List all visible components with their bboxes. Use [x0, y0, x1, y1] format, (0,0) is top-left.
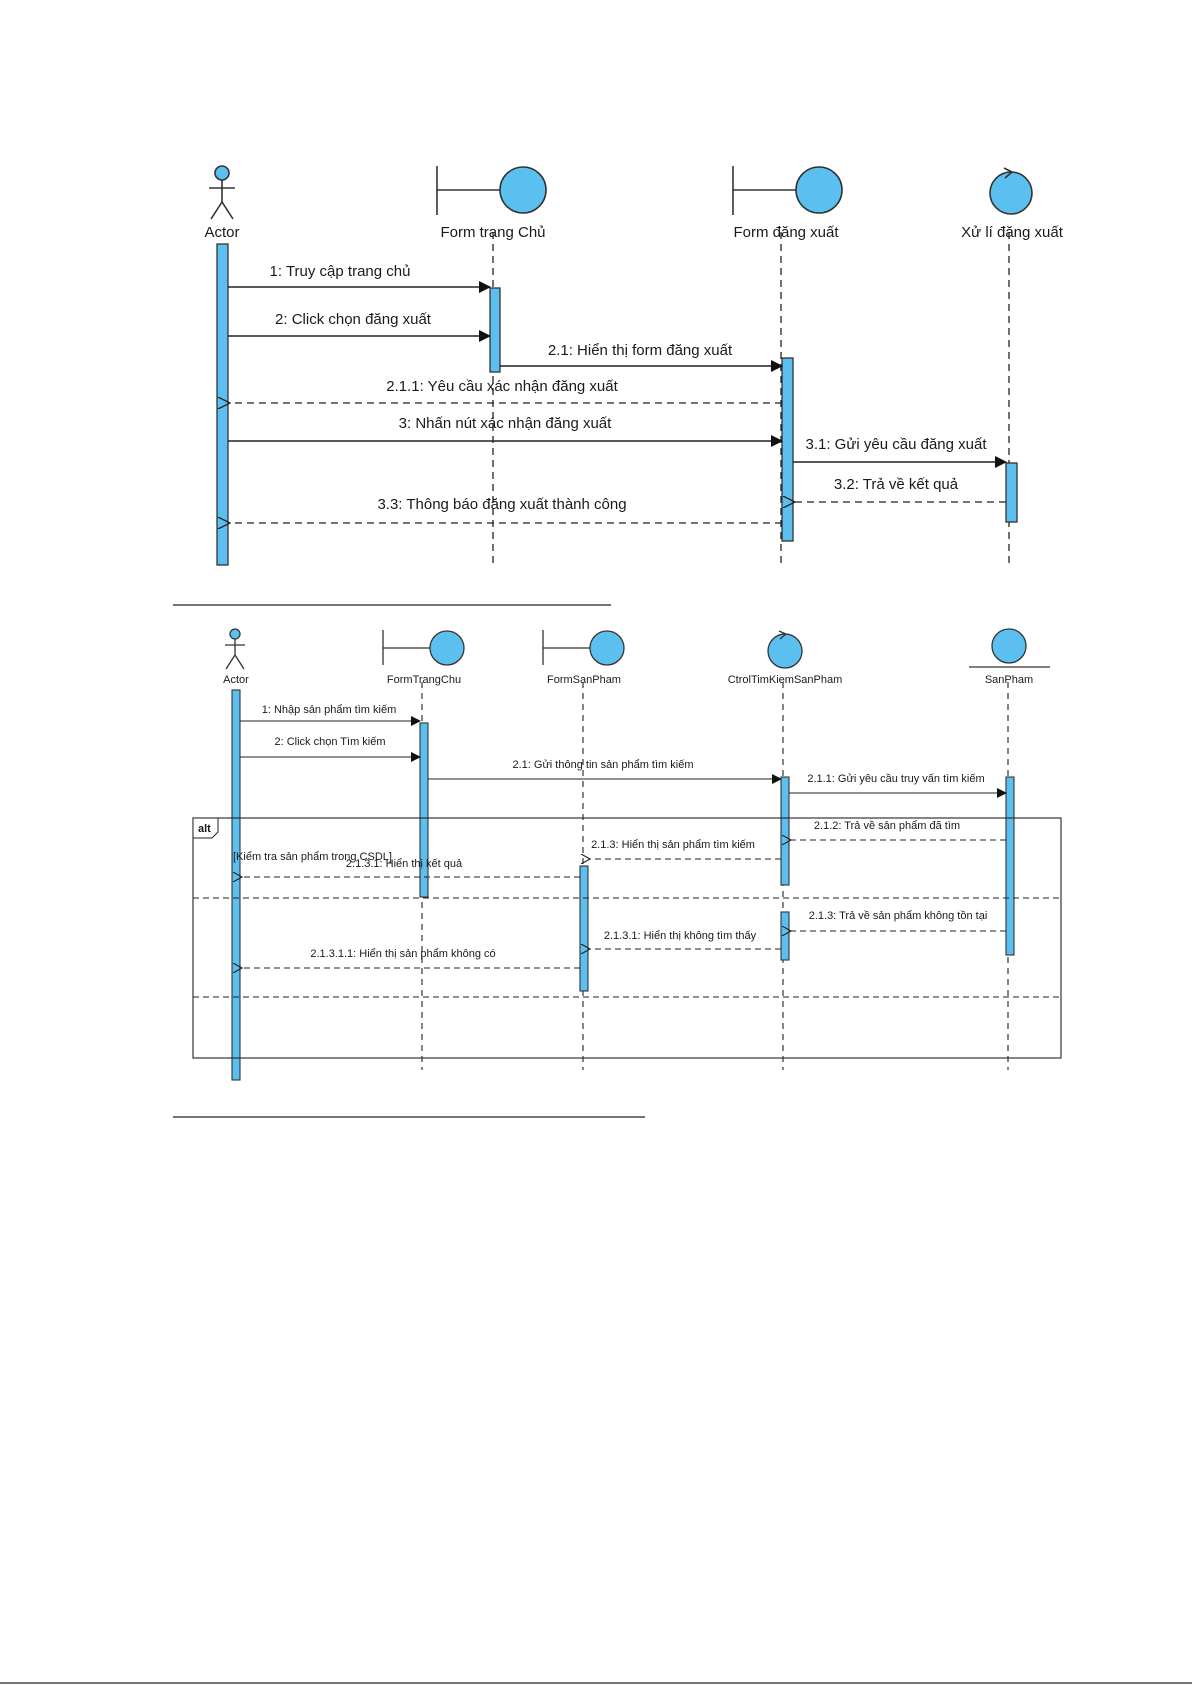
message-label: 2.1: Gửi thông tin sản phẩm tìm kiếm	[512, 759, 693, 771]
alt-fragment: alt [Kiểm tra sản phẩm trong CSDL]	[192, 817, 1062, 1059]
message-label: 2.1.3: Hiển thị sản phẩm tìm kiếm	[591, 839, 755, 851]
message-label: 2.1.1: Yêu cầu xác nhận đăng xuất	[386, 378, 618, 395]
message-2-1: 2.1: Gửi thông tin sản phẩm tìm kiếm	[428, 759, 782, 784]
boundary-icon	[436, 166, 547, 215]
message-2: 2: Click chọn đăng xuất	[228, 311, 491, 342]
participant-label: Actor	[223, 674, 249, 686]
message-label: 2.1.1: Gửi yêu cầu truy vấn tìm kiếm	[807, 773, 984, 785]
activation-ctrl-tim-kiem-b	[780, 911, 790, 961]
message-1: 1: Truy cập trang chủ	[228, 263, 491, 293]
message-label: 1: Truy cập trang chủ	[270, 263, 411, 280]
message-label: 2.1.3.1.1: Hiển thị sản phẩm không có	[310, 948, 495, 960]
participant-xu-li-dang-xuat: Xử lí đăng xuất	[961, 167, 1064, 241]
message-label: 3: Nhấn nút xác nhận đăng xuất	[399, 415, 612, 432]
boundary-icon	[732, 166, 843, 215]
participant-ctrl-tim-kiem: CtrolTimKiemSanPham	[728, 630, 843, 686]
participant-actor: Actor	[223, 628, 249, 686]
participant-form-trang-chu: Form trang Chủ	[436, 166, 547, 241]
participant-label: Xử lí đăng xuất	[961, 224, 1064, 241]
message-2-1-3-1: 2.1.3.1: Hiển thị kết quả	[242, 858, 580, 877]
message-label: 2.1: Hiển thị form đăng xuất	[548, 342, 733, 359]
activation-ctrl-tim-kiem-a	[780, 776, 790, 886]
fragment-operator: alt	[198, 823, 211, 835]
message-3-3: 3.3: Thông báo đăng xuất thành công	[230, 496, 782, 523]
activation-form-trang-chu	[489, 287, 501, 373]
message-2-1-1: 2.1.1: Gửi yêu cầu truy vấn tìm kiếm	[789, 773, 1007, 798]
participant-form-dang-xuat: Form đăng xuất	[732, 166, 843, 241]
message-label: 2: Click chọn đăng xuất	[275, 311, 432, 328]
message-2-1: 2.1: Hiển thị form đăng xuất	[500, 342, 783, 372]
fragment-frame	[192, 817, 1062, 1059]
message-label: 2.1.3.1: Hiển thị kết quả	[346, 858, 463, 870]
message-label: 3.3: Thông báo đăng xuất thành công	[377, 496, 626, 513]
activation-xu-li-dang-xuat	[1005, 462, 1018, 523]
activation-form-dang-xuat	[781, 357, 794, 542]
participant-label: CtrolTimKiemSanPham	[728, 674, 843, 686]
message-1: 1: Nhập sản phẩm tìm kiếm	[240, 704, 421, 726]
participant-label: FormTrangChu	[387, 674, 461, 686]
actor-icon	[209, 165, 235, 220]
activation-san-pham	[1005, 776, 1015, 956]
participant-form-trang-chu: FormTrangChu	[382, 630, 465, 686]
entity-icon	[969, 628, 1050, 668]
participant-actor: Actor	[204, 165, 240, 241]
participant-label: FormSanPham	[547, 674, 621, 686]
participant-label: SanPham	[985, 674, 1033, 686]
message-label: 3.2: Trả về kết quả	[834, 476, 959, 493]
message-label: 2.1.2: Trả về sản phẩm đã tìm	[814, 820, 960, 832]
message-3-1: 3.1: Gửi yêu cầu đăng xuất	[793, 436, 1007, 468]
participant-form-san-pham: FormSanPham	[542, 630, 625, 686]
message-3-2: 3.2: Trả về kết quả	[795, 476, 1006, 502]
fragment-guard: [Kiểm tra sản phẩm trong CSDL]	[233, 851, 392, 863]
message-2-1-3-1-alt: 2.1.3.1: Hiển thị không tìm thấy	[590, 930, 781, 949]
message-label: 3.1: Gửi yêu cầu đăng xuất	[806, 436, 988, 453]
activation-actor	[216, 243, 229, 566]
participant-label: Form đăng xuất	[733, 224, 839, 241]
message-label: 1: Nhập sản phẩm tìm kiếm	[262, 704, 397, 716]
message-label: 2.1.3.1: Hiển thị không tìm thấy	[604, 930, 757, 942]
message-label: 2.1.3: Trả về sản phẩm không tồn tại	[809, 910, 988, 922]
participant-label: Actor	[204, 224, 239, 241]
sequence-diagram-search: Actor FormTrangChu FormSanPham	[192, 628, 1062, 1081]
participant-san-pham: SanPham	[969, 628, 1050, 686]
fragment-operator-tab	[192, 817, 219, 839]
sequence-diagram-logout: Actor Form trang Chủ Form đăng xuất	[204, 165, 1064, 566]
message-2-1-1: 2.1.1: Yêu cầu xác nhận đăng xuất	[230, 378, 782, 403]
message-2: 2: Click chọn Tìm kiếm	[240, 736, 421, 762]
actor-icon	[225, 628, 245, 670]
message-label: 2: Click chọn Tìm kiếm	[274, 736, 385, 748]
message-3: 3: Nhấn nút xác nhận đăng xuất	[228, 415, 783, 447]
boundary-icon	[382, 630, 465, 666]
control-icon	[767, 630, 803, 669]
message-2-1-3-alt: 2.1.3: Trả về sản phẩm không tồn tại	[791, 910, 1006, 931]
control-icon	[989, 167, 1033, 215]
message-2-1-3: 2.1.3: Hiển thị sản phẩm tìm kiếm	[590, 839, 781, 859]
participant-label: Form trang Chủ	[440, 224, 545, 241]
boundary-icon	[542, 630, 625, 666]
activation-form-san-pham	[579, 865, 589, 992]
activation-actor	[231, 689, 241, 1081]
activation-form-trang-chu	[419, 722, 429, 898]
message-2-1-2: 2.1.2: Trả về sản phẩm đã tìm	[791, 820, 1006, 840]
message-2-1-3-1-1: 2.1.3.1.1: Hiển thị sản phẩm không có	[242, 948, 580, 968]
